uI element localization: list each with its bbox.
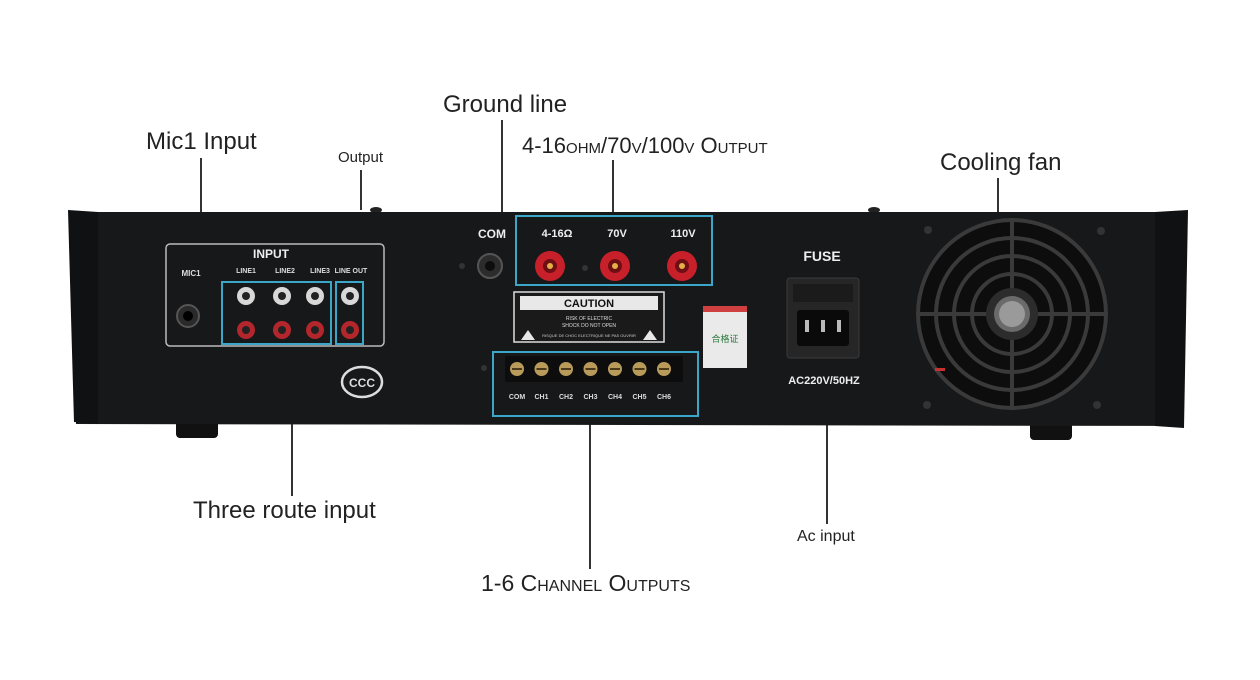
rack-ear-right bbox=[1155, 210, 1188, 428]
leader-cooling-fan bbox=[997, 178, 999, 212]
tap-110v-label: 110V bbox=[670, 228, 696, 240]
tap-4-16-label: 4-16Ω bbox=[542, 228, 573, 240]
binding-post-4-16[interactable] bbox=[535, 251, 565, 281]
terminal-ch2[interactable]: CH2 bbox=[559, 362, 573, 401]
terminal-ch6[interactable]: CH6 bbox=[657, 362, 671, 401]
tap-70v-label: 70V bbox=[607, 228, 627, 240]
line3-label: LINE3 bbox=[310, 268, 330, 275]
ground-terminal[interactable] bbox=[477, 253, 503, 279]
rca-lineout-white[interactable] bbox=[341, 287, 359, 305]
terminal-ch3[interactable]: CH3 bbox=[583, 362, 598, 401]
terminal-ch4[interactable]: CH4 bbox=[608, 362, 622, 401]
terminal-label: CH1 bbox=[534, 394, 548, 401]
terminal-ch5[interactable]: CH5 bbox=[632, 362, 647, 401]
rca-line3-white[interactable] bbox=[306, 287, 324, 305]
leader-mic1 bbox=[200, 158, 202, 212]
svg-text:RISQUE DE CHOC ELECTRIQUE NE P: RISQUE DE CHOC ELECTRIQUE NE PAS OUVRIR bbox=[542, 333, 636, 338]
fan-screws bbox=[923, 226, 1105, 409]
ac-rating-label: AC220V/50HZ bbox=[788, 375, 860, 387]
caution-label: CAUTION RISK OF ELECTRIC SHOCK DO NOT OP… bbox=[513, 291, 665, 343]
line2-label: LINE2 bbox=[275, 268, 295, 275]
line-out-highlight bbox=[335, 281, 364, 345]
terminal-label: CH3 bbox=[583, 394, 597, 401]
leader-ground bbox=[501, 120, 503, 212]
line1-label: LINE1 bbox=[236, 268, 256, 275]
terminal-ch1[interactable]: CH1 bbox=[534, 362, 549, 401]
rack-ear-left bbox=[68, 210, 98, 424]
terminal-label: CH5 bbox=[632, 394, 646, 401]
leader-output bbox=[360, 170, 362, 210]
callout-ac-input: Ac input bbox=[797, 528, 855, 545]
callout-mic1-input: Mic1 Input bbox=[146, 128, 257, 155]
input-title: INPUT bbox=[253, 247, 290, 261]
mic1-jack[interactable] bbox=[176, 304, 200, 328]
terminal-label: CH4 bbox=[608, 394, 622, 401]
rca-line3-red[interactable] bbox=[306, 321, 324, 339]
line-out-label: LINE OUT bbox=[335, 268, 368, 275]
leader-ac-input bbox=[826, 422, 828, 524]
input-panel-frame bbox=[165, 243, 385, 347]
leader-three-route bbox=[291, 422, 293, 496]
callout-ground-line: Ground line bbox=[443, 91, 568, 118]
svg-text:SHOCK DO NOT OPEN: SHOCK DO NOT OPEN bbox=[562, 323, 616, 329]
channel-outputs-highlight bbox=[492, 351, 699, 417]
certification-sticker: 合格证 bbox=[703, 306, 747, 368]
rca-lineout-red[interactable] bbox=[341, 321, 359, 339]
fuse-label: FUSE bbox=[803, 248, 840, 264]
ccc-mark: CCC bbox=[340, 365, 384, 399]
terminal-com[interactable]: COM bbox=[509, 362, 526, 401]
leader-speaker-output bbox=[612, 160, 614, 216]
terminal-group: COM CH1 CH2 CH3 CH4 CH5 CH6 bbox=[509, 362, 671, 401]
line-inputs-highlight bbox=[221, 281, 332, 345]
rca-line2-white[interactable] bbox=[273, 287, 291, 305]
mic1-label: MIC1 bbox=[181, 269, 201, 278]
svg-text:CCC: CCC bbox=[349, 376, 375, 390]
binding-post-110v[interactable] bbox=[667, 251, 697, 281]
callout-speaker-output: 4-16ohm/70v/100v Output bbox=[522, 133, 768, 158]
rca-line1-white[interactable] bbox=[237, 287, 255, 305]
callout-channel-outputs: 1-6 Channel Outputs bbox=[481, 570, 691, 596]
terminal-label: CH6 bbox=[657, 394, 671, 401]
speaker-output-highlight bbox=[515, 215, 713, 286]
svg-text:CAUTION: CAUTION bbox=[564, 298, 614, 310]
rca-line1-red[interactable] bbox=[237, 321, 255, 339]
svg-text:合格证: 合格证 bbox=[711, 333, 738, 344]
ac-power-inlet[interactable] bbox=[786, 277, 860, 359]
terminal-label: COM bbox=[509, 394, 526, 401]
svg-text:RISK OF ELECTRIC: RISK OF ELECTRIC bbox=[566, 316, 613, 322]
cooling-fan bbox=[916, 218, 1108, 410]
com-label: COM bbox=[478, 227, 506, 241]
rca-line2-red[interactable] bbox=[273, 321, 291, 339]
binding-post-70v[interactable] bbox=[600, 251, 630, 281]
leader-channel-outputs bbox=[589, 417, 591, 569]
callout-cooling-fan: Cooling fan bbox=[940, 149, 1062, 176]
terminal-label: CH2 bbox=[559, 394, 573, 401]
callout-three-route-input: Three route input bbox=[193, 497, 376, 524]
callout-output: Output bbox=[338, 149, 384, 166]
